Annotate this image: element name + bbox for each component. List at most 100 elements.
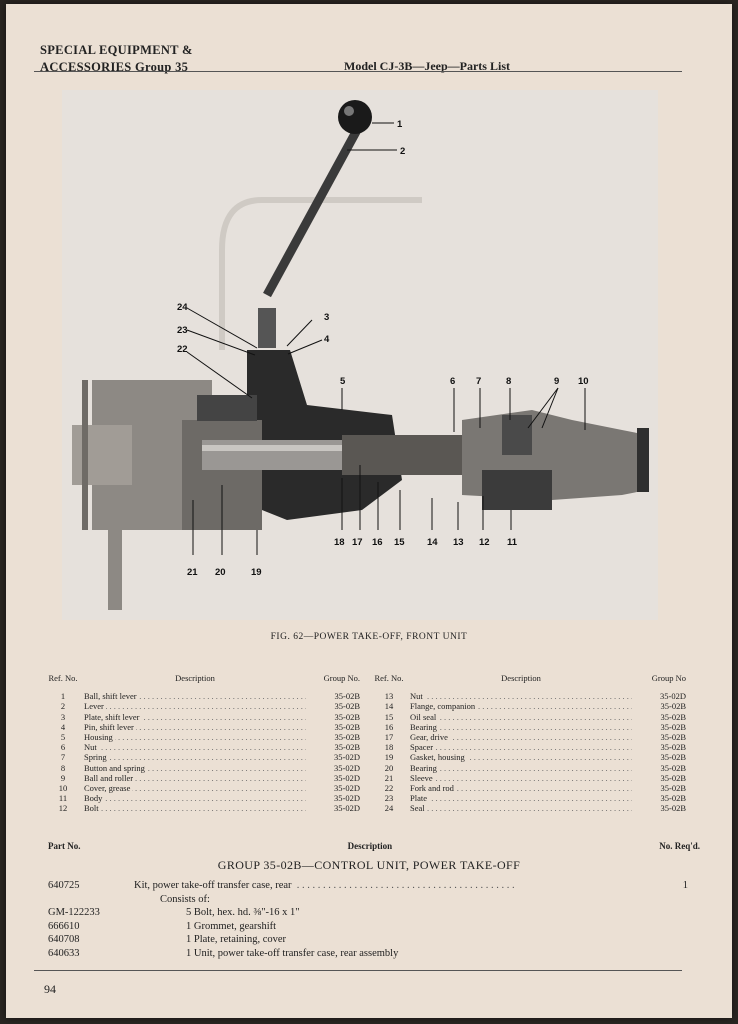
callout-6: 6 [450, 376, 455, 387]
callout-23: 23 [177, 325, 188, 336]
ref-no: 4 [60, 721, 66, 732]
group-no-header: Group No [651, 673, 686, 683]
ref-no: 6 [60, 742, 66, 753]
page-number: 94 [44, 982, 56, 996]
ref-group-no: 35-02D [334, 752, 360, 763]
part-description: 1 Unit, power take-off transfer case, re… [186, 947, 399, 959]
ref-row: 21Sleeve35-02B [368, 772, 686, 783]
ref-description: Sleeve [410, 772, 632, 783]
ref-description: Oil seal [410, 711, 632, 722]
callout-18: 18 [334, 537, 345, 548]
ref-description: Gear, drive [410, 732, 632, 742]
ref-table-header: Ref. No. Description Group No [368, 673, 686, 683]
part-qty: 1 [682, 880, 688, 891]
ref-group-no: 35-02B [334, 701, 361, 712]
part-description: Kit, power take-off transfer case, rear [134, 879, 638, 893]
part-number: 640725 [48, 880, 80, 891]
ref-no: 8 [60, 762, 66, 773]
ref-group-no: 35-02D [334, 783, 360, 794]
ref-no: 24 [384, 803, 394, 814]
part-number: GM-122233 [48, 907, 100, 918]
reference-table-right: Ref. No. Description Group No 13 Nut 35-02… [368, 673, 686, 814]
callout-7: 7 [476, 376, 481, 387]
callout-11: 11 [507, 537, 518, 548]
ref-no: 11 [58, 793, 68, 804]
callout-16: 16 [372, 537, 383, 548]
ref-description: Lever [84, 701, 306, 712]
ref-no: 20 [384, 762, 394, 773]
ref-no: 9 [60, 772, 66, 783]
ref-description: Button and spring [84, 762, 306, 773]
ref-no-header: Ref. No. [374, 673, 404, 683]
ref-group-no: 35-02B [660, 803, 687, 814]
ref-group-no: 35-02B [660, 711, 687, 722]
ref-group-no: 35-02B [334, 691, 361, 702]
callout-4: 4 [324, 334, 330, 345]
qty-header: No. Req'd. [659, 841, 700, 851]
ref-no: 12 [58, 803, 68, 814]
ref-description: Cover, grease [84, 783, 306, 793]
ref-no: 16 [384, 721, 394, 732]
ref-description: Plate [410, 793, 632, 803]
ref-description: Body [84, 793, 306, 803]
callout-12: 12 [479, 537, 490, 548]
ref-no: 18 [384, 742, 394, 753]
ref-description: Flange, companion [410, 701, 632, 712]
section-line-1: SPECIAL EQUIPMENT & [40, 43, 193, 57]
ref-no: 10 [58, 783, 68, 794]
ref-description: Spring [84, 752, 306, 763]
ref-no: 7 [60, 752, 66, 763]
ref-no: 13 [384, 691, 394, 702]
ref-no: 2 [60, 701, 66, 712]
ref-no: 5 [60, 732, 66, 743]
ref-group-no: 35-02B [660, 762, 687, 773]
ref-group-no: 35-02B [334, 742, 361, 753]
ref-row: 9 Ball and roller 35-02D [42, 772, 360, 783]
ref-row: 13Nut35-02D [368, 691, 686, 701]
ref-description: Bearing [410, 721, 632, 732]
ref-row: 8 Button and spring 35-02D [42, 762, 360, 773]
part-row-kit: 640725 Kit, power take-off transfer case… [48, 879, 688, 893]
part-no-header: Part No. [48, 841, 81, 851]
callout-14: 14 [427, 537, 438, 548]
ref-group-no: 35-02B [660, 783, 687, 794]
section-line-2: ACCESSORIES Group 35 [40, 60, 189, 74]
ref-group-no: 35-02D [334, 803, 360, 814]
figure-power-take-off: 1 2 3 4 5 6 7 8 9 10 11 12 13 14 15 16 1… [62, 90, 658, 620]
ref-row: 24Seal35-02B [368, 803, 687, 814]
callout-13: 13 [453, 537, 464, 548]
ref-description: Spacer [410, 742, 632, 752]
model-heading: Model CJ-3B—Jeep—Parts List [344, 59, 510, 73]
ref-group-no: 35-02D [334, 772, 360, 783]
ref-group-no: 35-02B [334, 721, 361, 732]
ref-description: Bearing [410, 762, 632, 773]
callout-2: 2 [400, 146, 405, 157]
callout-19: 19 [251, 567, 262, 578]
ref-group-no: 35-02D [334, 762, 360, 773]
ref-description: Nut [410, 691, 632, 701]
part-number: 640708 [48, 934, 80, 945]
ref-description: Ball and roller [84, 772, 306, 783]
ref-group-no: 35-02B [660, 721, 687, 732]
parts-description-header: Description [347, 841, 393, 851]
ref-no: 14 [384, 701, 394, 712]
callout-8: 8 [506, 376, 511, 387]
callout-3: 3 [324, 312, 329, 323]
ref-no: 15 [384, 711, 394, 722]
description-header: Description [501, 673, 541, 683]
ref-row: 10 Cover, grease 35-02D [42, 783, 360, 793]
callout-17: 17 [352, 537, 363, 548]
ref-group-no: 35-02B [334, 711, 361, 722]
callout-5: 5 [340, 376, 346, 387]
header-rule [34, 71, 682, 72]
figure-caption: FIG. 62—POWER TAKE-OFF, FRONT UNIT [270, 632, 468, 642]
callout-15: 15 [394, 537, 405, 548]
ref-no-header: Ref. No. [48, 673, 78, 683]
ref-description: Ball, shift lever [84, 691, 306, 701]
